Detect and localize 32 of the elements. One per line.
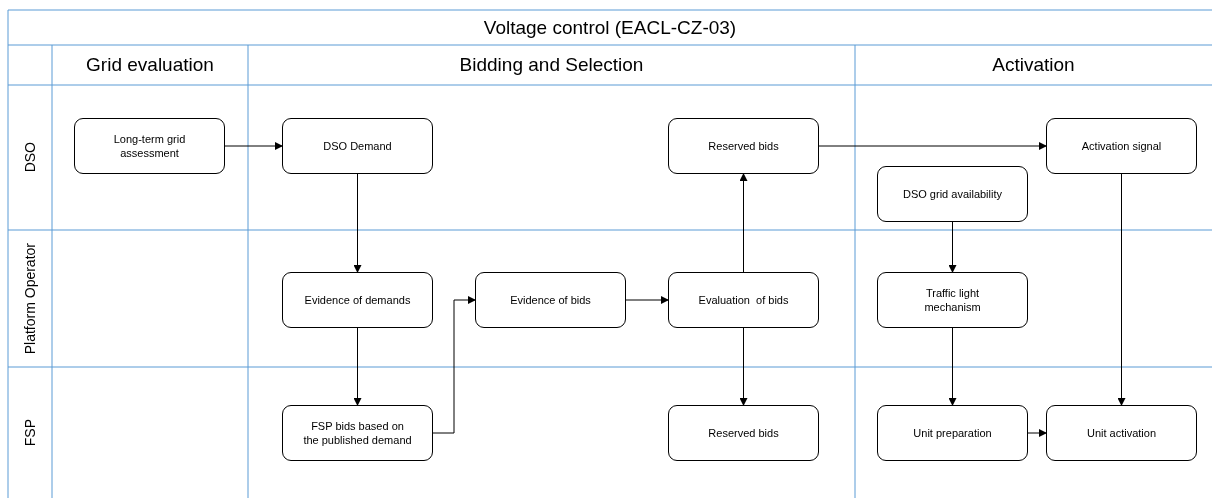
arrow (739, 173, 748, 273)
process-box: FSP bids based on the published demand (282, 405, 433, 461)
lane-header: DSO (8, 85, 52, 230)
process-box: Long-term grid assessment (74, 118, 225, 174)
arrow (739, 327, 748, 406)
arrow (353, 173, 362, 273)
process-box: DSO grid availability (877, 166, 1028, 222)
arrow (1027, 429, 1047, 437)
arrow (948, 221, 957, 273)
process-box: Activation signal (1046, 118, 1197, 174)
arrow (948, 327, 957, 406)
phase-header: Bidding and Selection (248, 45, 855, 85)
process-box: Traffic light mechanism (877, 272, 1028, 328)
arrow (1117, 173, 1126, 406)
process-box: Evidence of bids (475, 272, 626, 328)
arrow (353, 327, 362, 406)
process-box: Reserved bids (668, 405, 819, 461)
phase-header: Grid evaluation (52, 45, 248, 85)
phase-header: Activation (855, 45, 1212, 85)
process-box: Reserved bids (668, 118, 819, 174)
diagram-title: Voltage control (EACL-CZ-03) (483, 16, 737, 39)
arrow (625, 296, 669, 304)
lane-header: Platform Operator (8, 230, 52, 367)
process-box: Unit activation (1046, 405, 1197, 461)
process-box: Evidence of demands (282, 272, 433, 328)
process-box: DSO Demand (282, 118, 433, 174)
process-box: Evaluation of bids (668, 272, 819, 328)
arrow (432, 296, 476, 434)
lane-header: FSP (8, 367, 52, 498)
process-box: Unit preparation (877, 405, 1028, 461)
arrow (224, 142, 283, 150)
arrow (818, 142, 1047, 150)
